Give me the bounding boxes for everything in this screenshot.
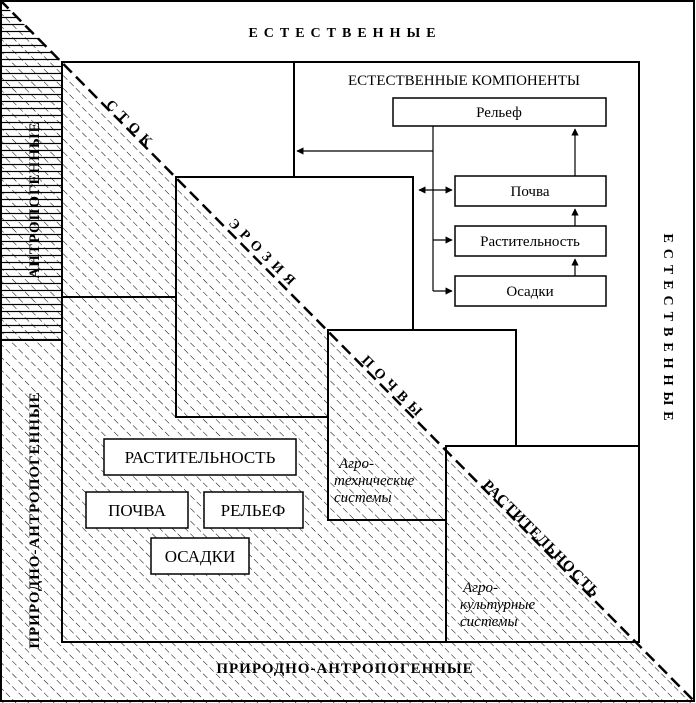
lower-soil-label: ПОЧВА bbox=[108, 501, 166, 520]
lower-vegetation-label: РАСТИТЕЛЬНОСТЬ bbox=[125, 448, 276, 467]
svg-text:технические: технические bbox=[334, 473, 415, 489]
agrocult-systems-label: Агро- культурные системы bbox=[460, 580, 535, 630]
lower-precipitation-label: ОСАДКИ bbox=[165, 547, 235, 566]
label-top-natural: ЕСТЕСТВЕННЫЕ bbox=[248, 26, 441, 41]
label-left-anthropogenic: АНТРОПОГЕННЫЕ bbox=[27, 121, 43, 278]
lower-relief-box bbox=[203, 491, 304, 529]
label-left-natural-anthropogenic: ПРИРОДНО-АНТРОПОГЕННЫЕ bbox=[27, 391, 43, 648]
component-vegetation-box bbox=[454, 225, 607, 257]
lower-precipitation-box bbox=[150, 537, 250, 575]
component-arrows bbox=[296, 126, 579, 295]
component-precipitation-label: Осадки bbox=[506, 284, 553, 300]
component-relief-box bbox=[392, 97, 607, 127]
lower-relief-label: РЕЛЬЕФ bbox=[221, 501, 286, 520]
label-bottom-natural-anthropogenic: ПРИРОДНО-АНТРОПОГЕННЫЕ bbox=[216, 661, 473, 677]
label-right-natural: ЕСТЕСТВЕННЫЕ bbox=[660, 233, 675, 426]
component-soil-box bbox=[454, 175, 607, 207]
component-vegetation-label: Растительность bbox=[480, 234, 580, 250]
anthropogenic-stripe bbox=[0, 0, 62, 340]
lower-soil-box bbox=[85, 491, 189, 529]
component-relief-label: Рельеф bbox=[476, 105, 522, 121]
svg-text:системы: системы bbox=[334, 490, 392, 506]
component-soil-label: Почва bbox=[510, 184, 549, 200]
svg-text:Агро-: Агро- bbox=[462, 580, 498, 596]
svg-text:культурные: культурные bbox=[460, 597, 535, 613]
svg-text:Агро-: Агро- bbox=[338, 456, 374, 472]
component-precipitation-box bbox=[454, 275, 607, 307]
agrotech-systems-label: Агро- технические системы bbox=[334, 456, 415, 506]
lower-vegetation-box bbox=[103, 438, 297, 476]
components-title: ЕСТЕСТВЕННЫЕ КОМПОНЕНТЫ bbox=[348, 73, 580, 89]
svg-text:системы: системы bbox=[460, 614, 518, 630]
